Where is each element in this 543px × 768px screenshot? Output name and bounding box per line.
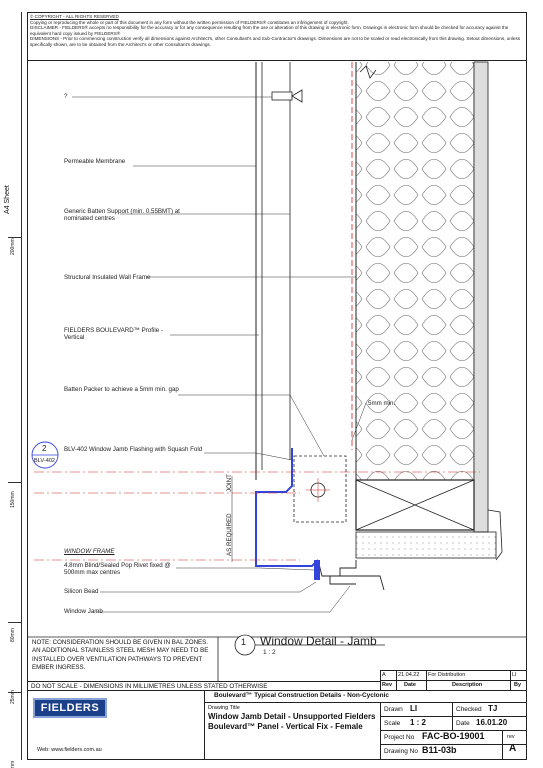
- architrave: [487, 509, 503, 561]
- callout-flashing: BLV-402 Window Jamb Flashing with Squash…: [64, 446, 203, 453]
- bal-zone-note: NOTE: CONSIDERATION SHOULD BE GIVEN IN B…: [32, 639, 209, 671]
- ref-bubble-number: 2: [42, 444, 47, 453]
- date-label: Date: [456, 720, 470, 727]
- checked-label: Checked: [456, 706, 482, 713]
- stud-cross: [355, 479, 475, 531]
- project-value: FAC-BO-19001: [422, 731, 485, 741]
- website-text: Web: www.fielders.com.au: [37, 747, 102, 753]
- rev-header-rev: Rev: [382, 682, 393, 688]
- ruler-tick: [8, 237, 22, 238]
- screw-head: [291, 89, 303, 103]
- rev-header-date: Date: [404, 682, 416, 688]
- ruler-tick: [8, 622, 22, 623]
- drawing-no-label: Drawing No: [384, 748, 418, 755]
- callout-joint: JOINT: [226, 474, 233, 492]
- callout-window-frame: WINDOW FRAME: [64, 548, 115, 555]
- project-label: Project No: [384, 734, 415, 741]
- callout-batten-support: Generic Batten Support (min. 0.55BMT) at…: [64, 208, 180, 223]
- drawn-label: Drawn: [384, 706, 403, 713]
- callout-as-required: AS REQUIRED: [226, 513, 233, 556]
- title-block: Boulevard™ Typical Construction Details …: [27, 690, 527, 760]
- sheet-border: [27, 12, 527, 760]
- drawing-title-line-1: Window Jamb Detail - Unsupported Fielder…: [208, 712, 376, 721]
- callout-window-jamb: Window Jamb: [64, 608, 103, 615]
- callout-wall-frame: Structural Insulated Wall Frame: [64, 274, 151, 281]
- rev-label: rev: [507, 734, 515, 740]
- checked-value: TJ: [488, 704, 498, 713]
- drawing-no-value: B11-03b: [422, 745, 457, 755]
- fielders-logo: FIELDERS: [33, 698, 107, 718]
- plasterboard: [473, 61, 489, 533]
- scale-ruler: 200mm 150mm 80mm 25mm 0mm: [8, 12, 22, 768]
- callout-profile: FIELDERS BOULEVARD™ Profile - Vertical: [64, 327, 163, 342]
- ruler-tick: [8, 692, 22, 693]
- rev-row-rev: A: [382, 672, 386, 678]
- ref-bubble-code: BLV-402: [34, 458, 56, 464]
- ruler-tick: [8, 482, 22, 483]
- rev-header-by: By: [514, 682, 522, 688]
- date-value: 16.01.20: [476, 718, 508, 727]
- leader-lines: [72, 96, 367, 613]
- rev-header-description: Description: [452, 682, 483, 688]
- callout-unknown: ?: [64, 93, 68, 100]
- break-line: [359, 65, 377, 79]
- window-jamb-lining: [355, 531, 497, 559]
- callout-five-mm: 5mm min.: [368, 400, 396, 407]
- rev-row-date: 21.04.22: [398, 672, 420, 678]
- scale-label: Scale: [384, 720, 401, 727]
- callout-batten-packer: Batten Packer to achieve a 5mm min. gap: [64, 386, 179, 393]
- copyright-title: © COPYRIGHT - ALL RIGHTS RESERVED: [30, 14, 119, 19]
- insulation-fill: [356, 62, 474, 480]
- drawn-value: LI: [410, 704, 418, 713]
- detail-number: 1: [241, 637, 247, 647]
- disclaimer-block: © COPYRIGHT - ALL RIGHTS RESERVED Copyin…: [30, 14, 525, 48]
- rev-value: A: [509, 743, 517, 754]
- batten-support: [271, 91, 293, 101]
- scale-value: 1 : 2: [410, 718, 427, 727]
- callout-rivet: 4.8mm Blind/Sealed Pop Rivet fixed @ 500…: [64, 562, 171, 577]
- rev-row-by: LI: [512, 672, 517, 678]
- drawing-title-line-2: Boulevard™ Panel - Vertical Fix - Female: [208, 722, 363, 731]
- rev-row-description: For Distribution: [428, 672, 466, 678]
- detail-title: Window Detail - Jamb: [260, 634, 377, 648]
- copyright-text: Copying or reproducing the whole or part…: [30, 19, 349, 25]
- jamb-flashing: [255, 448, 319, 567]
- series-title: Boulevard™ Typical Construction Details …: [214, 692, 390, 699]
- dimensions-text: DIMENSIONS - Prior to commencing constru…: [30, 36, 521, 47]
- callout-silicon-bead: Silicon Bead: [64, 588, 99, 595]
- drawing-title-label: Drawing Title: [208, 705, 240, 711]
- window-frame-extrusion: [317, 559, 385, 591]
- pop-rivet: [314, 560, 320, 580]
- callout-permeable-membrane: Permeable Membrane: [64, 158, 126, 165]
- header-divider: [27, 60, 527, 61]
- detail-scale: 1 : 2: [263, 649, 276, 656]
- disclaimer-text: DISCLAIMER - FIELDERS® accepts no respon…: [30, 25, 509, 36]
- revision-table: A 21.04.22 For Distribution LI Rev Date …: [380, 670, 527, 691]
- batten-packer: [293, 455, 347, 523]
